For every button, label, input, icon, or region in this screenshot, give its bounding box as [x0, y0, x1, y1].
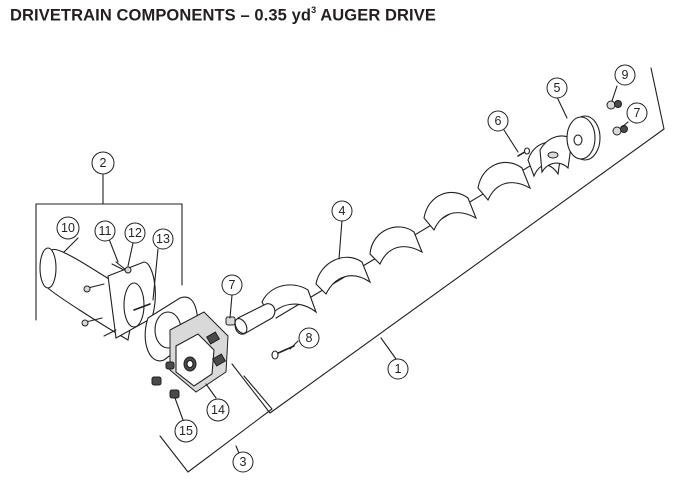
callout-1-label: 1 [395, 362, 402, 376]
callout-15: 15 [174, 419, 198, 443]
callout-7-lower-label: 7 [229, 278, 236, 292]
callout-9-label: 9 [622, 68, 629, 82]
callout-9: 9 [614, 64, 636, 86]
part-7-nut-upper [612, 125, 628, 136]
callout-1: 1 [387, 358, 409, 380]
callout-12-label: 12 [128, 226, 142, 240]
callout-5-label: 5 [554, 81, 561, 95]
callout-2: 2 [91, 151, 115, 175]
callout-8: 8 [298, 327, 320, 349]
callout-6: 6 [487, 110, 509, 132]
callout-7-upper: 7 [626, 102, 648, 124]
part-5-bearing [566, 115, 601, 161]
diagram-title: DRIVETRAIN COMPONENTS – 0.35 yd3 AUGER D… [10, 5, 436, 26]
callout-13-label: 13 [156, 232, 170, 246]
auger-flighting [234, 135, 573, 335]
part-14-gearbox [169, 311, 229, 393]
callout-5: 5 [546, 77, 568, 99]
callout-10-label: 10 [61, 221, 75, 235]
callout-14-label: 14 [211, 403, 225, 417]
callout-12: 12 [124, 222, 146, 244]
callout-4-label: 4 [339, 204, 346, 218]
assembly-bracket-gearbox [159, 375, 273, 473]
part-8-pin [271, 345, 295, 360]
callout-4: 4 [331, 200, 353, 222]
part-10-motor [39, 247, 156, 341]
leader-lines [63, 85, 629, 459]
title-superscript: 3 [311, 5, 317, 15]
callout-7-upper-label: 7 [634, 106, 641, 120]
part-6-pin [517, 147, 531, 157]
callout-6-label: 6 [495, 114, 502, 128]
callout-10: 10 [56, 216, 80, 240]
assembly-bracket-motor [35, 203, 183, 321]
callout-7-lower: 7 [221, 274, 243, 296]
title-suffix: AUGER DRIVE [316, 6, 436, 25]
callout-13: 13 [152, 228, 174, 250]
callout-3-label: 3 [240, 455, 247, 469]
callout-3: 3 [232, 451, 254, 473]
callout-2-label: 2 [100, 156, 107, 170]
part-11-bolt [115, 261, 127, 271]
callout-14: 14 [206, 398, 230, 422]
title-prefix: DRIVETRAIN COMPONENTS – 0.35 yd [10, 6, 312, 25]
callout-8-label: 8 [306, 331, 313, 345]
callout-11-label: 11 [99, 224, 112, 238]
part-15-nuts [151, 361, 180, 399]
part-9-washer [606, 100, 622, 110]
part-12-washer [124, 266, 132, 274]
callout-15-label: 15 [179, 424, 193, 438]
callout-11: 11 [94, 220, 116, 242]
assembly-bracket-auger [231, 67, 665, 414]
